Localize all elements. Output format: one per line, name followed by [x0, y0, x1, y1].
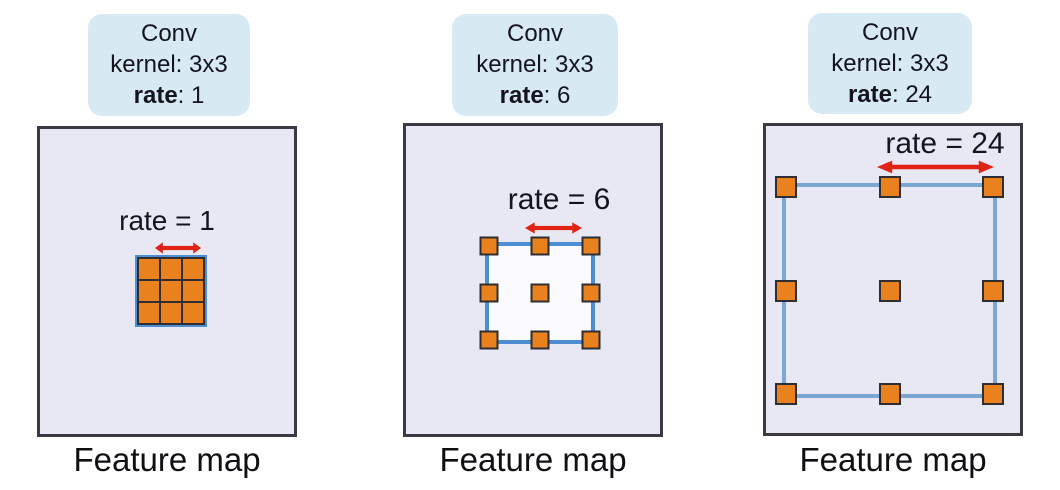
- conv-label-box: Conv kernel: 3x3 rate: 1: [88, 14, 250, 116]
- kernel-3x3-dilated-outline: [775, 176, 1004, 405]
- conv-label-line3: rate: 6: [499, 82, 571, 109]
- conv-label-box: Conv kernel: 3x3 rate: 24: [808, 13, 972, 114]
- conv-label-line1: Conv: [861, 19, 919, 46]
- kernel-weight-cell: [581, 236, 601, 256]
- double-arrow-icon: [877, 160, 994, 174]
- kernel-weight-cell: [139, 259, 159, 279]
- kernel-weight-cell: [775, 279, 797, 302]
- double-arrow-icon: [155, 242, 201, 254]
- kernel-weight-cell: [161, 259, 181, 279]
- kernel-weight-cell: [878, 279, 901, 302]
- kernel-weight-cell: [530, 283, 550, 303]
- kernel-weight-cell: [982, 383, 1004, 405]
- conv-label-line2: kernel: 3x3: [831, 50, 949, 77]
- kernel-weight-cell: [530, 330, 550, 350]
- panel-rate-24: Conv kernel: 3x3 rate: 24 rate = 24 Feat…: [756, 0, 1036, 490]
- panel-rate-6: Conv kernel: 3x3 rate: 6 rate = 6 Featur…: [396, 0, 676, 490]
- kernel-weight-cell: [183, 303, 203, 323]
- kernel-weight-cell: [982, 176, 1004, 198]
- kernel-weight-cell: [878, 176, 901, 198]
- kernel-weight-cell: [139, 281, 159, 301]
- kernel-weight-cell: [982, 279, 1004, 302]
- kernel-weight-cell: [878, 383, 901, 405]
- feature-map-caption: Feature map: [439, 441, 627, 478]
- kernel-weight-cell: [479, 236, 499, 256]
- conv-label-line1: Conv: [140, 20, 198, 47]
- kernel-weight-cell: [183, 259, 203, 279]
- rate-annotation: rate = 24: [885, 127, 1005, 160]
- conv-label-line3: rate: 24: [847, 81, 933, 108]
- conv-label-line2: kernel: 3x3: [110, 51, 228, 78]
- kernel-weight-cell: [775, 176, 797, 198]
- kernel-weight-cell: [139, 303, 159, 323]
- conv-label-line2: kernel: 3x3: [476, 51, 594, 78]
- feature-map-caption: Feature map: [73, 441, 261, 478]
- kernel-weight-cell: [479, 283, 499, 303]
- kernel-weight-cell: [581, 330, 601, 350]
- rate-annotation: rate = 1: [119, 205, 215, 236]
- kernel-3x3-dilated-outline: [479, 236, 601, 350]
- conv-label-line1: Conv: [506, 20, 564, 47]
- kernel-weight-cell: [161, 281, 181, 301]
- feature-map-caption: Feature map: [799, 441, 987, 478]
- double-arrow-icon: [525, 222, 582, 234]
- conv-label-box: Conv kernel: 3x3 rate: 6: [452, 14, 618, 116]
- kernel-weight-cell: [161, 303, 181, 323]
- kernel-weight-cell: [479, 330, 499, 350]
- kernel-weight-cell: [581, 283, 601, 303]
- kernel-weight-cell: [530, 236, 550, 256]
- kernel-weight-cell: [183, 281, 203, 301]
- kernel-3x3-dense-grid: [137, 257, 205, 325]
- conv-label-line3: rate: 1: [133, 82, 205, 109]
- panel-rate-1: Conv kernel: 3x3 rate: 1 rate = 1 Featur…: [30, 0, 310, 490]
- rate-annotation: rate = 6: [507, 183, 611, 216]
- kernel-weight-cell: [775, 383, 797, 405]
